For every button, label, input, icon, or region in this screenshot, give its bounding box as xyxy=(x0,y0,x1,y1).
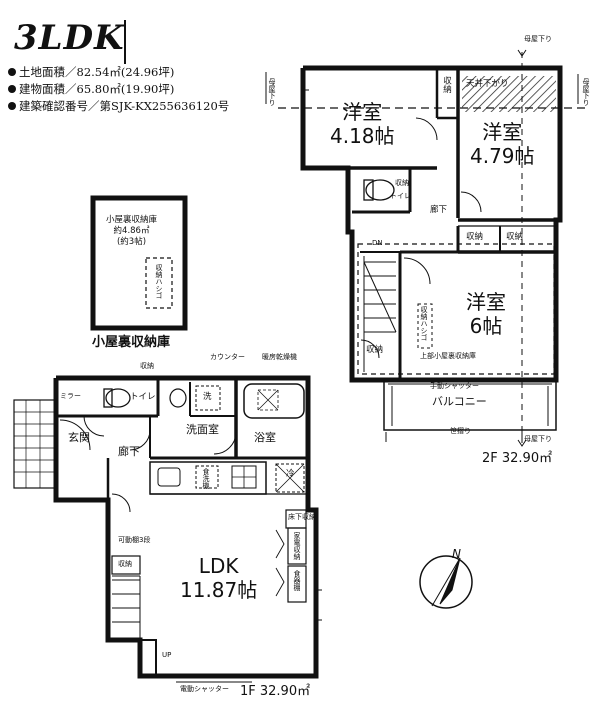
appliance-storage-label: 家電収納 xyxy=(293,532,301,560)
underfloor-storage-label: 床下収納 xyxy=(288,513,316,521)
closet-stair-label: 収納 xyxy=(366,345,384,355)
stairs-up-label: UP xyxy=(162,651,172,659)
closet-east-label: 収納 xyxy=(506,232,524,242)
washroom-label: 洗面室 xyxy=(186,423,219,436)
top-storage-label: 収納 xyxy=(140,362,154,370)
hallway-label-2f: 廊下 xyxy=(430,205,448,215)
shelf-label: 可動棚3段 xyxy=(118,536,151,544)
first-floor-area: 1F 32.90㎡ xyxy=(240,684,311,699)
title-divider xyxy=(124,20,126,64)
shutter-label-1f: 電動シャッター xyxy=(180,685,229,693)
closet-west-label: 収納 xyxy=(441,76,452,93)
layout-type-title: 3LDK xyxy=(14,18,125,58)
compass-icon xyxy=(419,555,473,609)
toilet-label-1f: トイレ xyxy=(130,392,156,402)
entrance-label: 玄関 xyxy=(68,431,90,444)
mirror-label: ミラー xyxy=(60,392,81,400)
stairs-down-label: DN xyxy=(372,239,383,247)
land-area-line: 土地面積／82.54㎡(24.96坪) xyxy=(8,64,174,80)
building-area: 建物面積／65.80㎡(19.90坪) xyxy=(19,82,175,96)
cupboard-label: 食器棚 xyxy=(293,570,301,591)
toilet-storage-label: 収納 xyxy=(395,179,409,187)
shutter-label-2f: 手動シャッター xyxy=(430,382,479,390)
counter-label: カウンター xyxy=(210,353,245,361)
permit-number-line: 建築確認番号／第SJK-KX255636120号 xyxy=(8,98,229,114)
dishwasher-label: 食洗機 xyxy=(202,468,210,489)
stair-storage-label: 収納 xyxy=(118,560,132,568)
closet-center-label: 収納 xyxy=(466,232,484,242)
balcony-label: バルコニー xyxy=(432,395,487,408)
bullet-icon xyxy=(8,68,16,76)
eaves-label-left: 母屋下り xyxy=(268,78,276,106)
compass-north-label: N xyxy=(452,547,461,561)
second-floor-plan xyxy=(265,49,590,447)
attic-ladder-label: 収納ハシゴ xyxy=(155,264,163,299)
attic-above-label: 上部小屋裏収納庫 xyxy=(420,352,476,360)
attic-ladder-label-2f: 収納ハシゴ xyxy=(420,306,428,341)
land-area: 土地面積／82.54㎡(24.96坪) xyxy=(19,65,175,79)
handrail-label: 笹摺り xyxy=(450,427,471,435)
bullet-icon xyxy=(8,85,16,93)
fridge-label: 冷 xyxy=(286,469,295,479)
first-floor-plan xyxy=(13,375,322,683)
second-floor-area: 2F 32.90㎡ xyxy=(482,451,553,466)
permit-number: 建築確認番号／第SJK-KX255636120号 xyxy=(19,99,230,113)
dryer-label: 暖房乾燥機 xyxy=(262,353,297,361)
ceiling-lower-label: 天井下がり xyxy=(466,79,509,89)
toilet-label-2f: トイレ xyxy=(390,192,411,200)
attic-caption: 小屋裏収納庫 xyxy=(92,335,171,350)
bullet-icon xyxy=(8,102,16,110)
ceiling-lower-hatch xyxy=(462,76,556,112)
bath-label: 浴室 xyxy=(254,431,276,444)
washer-label: 洗 xyxy=(203,392,212,402)
eaves-label-right: 母屋下り xyxy=(582,78,590,106)
building-area-line: 建物面積／65.80㎡(19.90坪) xyxy=(8,81,174,97)
eaves-label-bottom: 母屋下り xyxy=(524,435,552,443)
attic-storage-plan xyxy=(90,195,188,331)
eaves-label-top: 母屋下り xyxy=(524,35,552,43)
hallway-label-1f: 廊下 xyxy=(118,445,140,458)
attic-storage-info: 小屋裏収納庫約4.86㎡(約3帖) xyxy=(106,215,158,247)
